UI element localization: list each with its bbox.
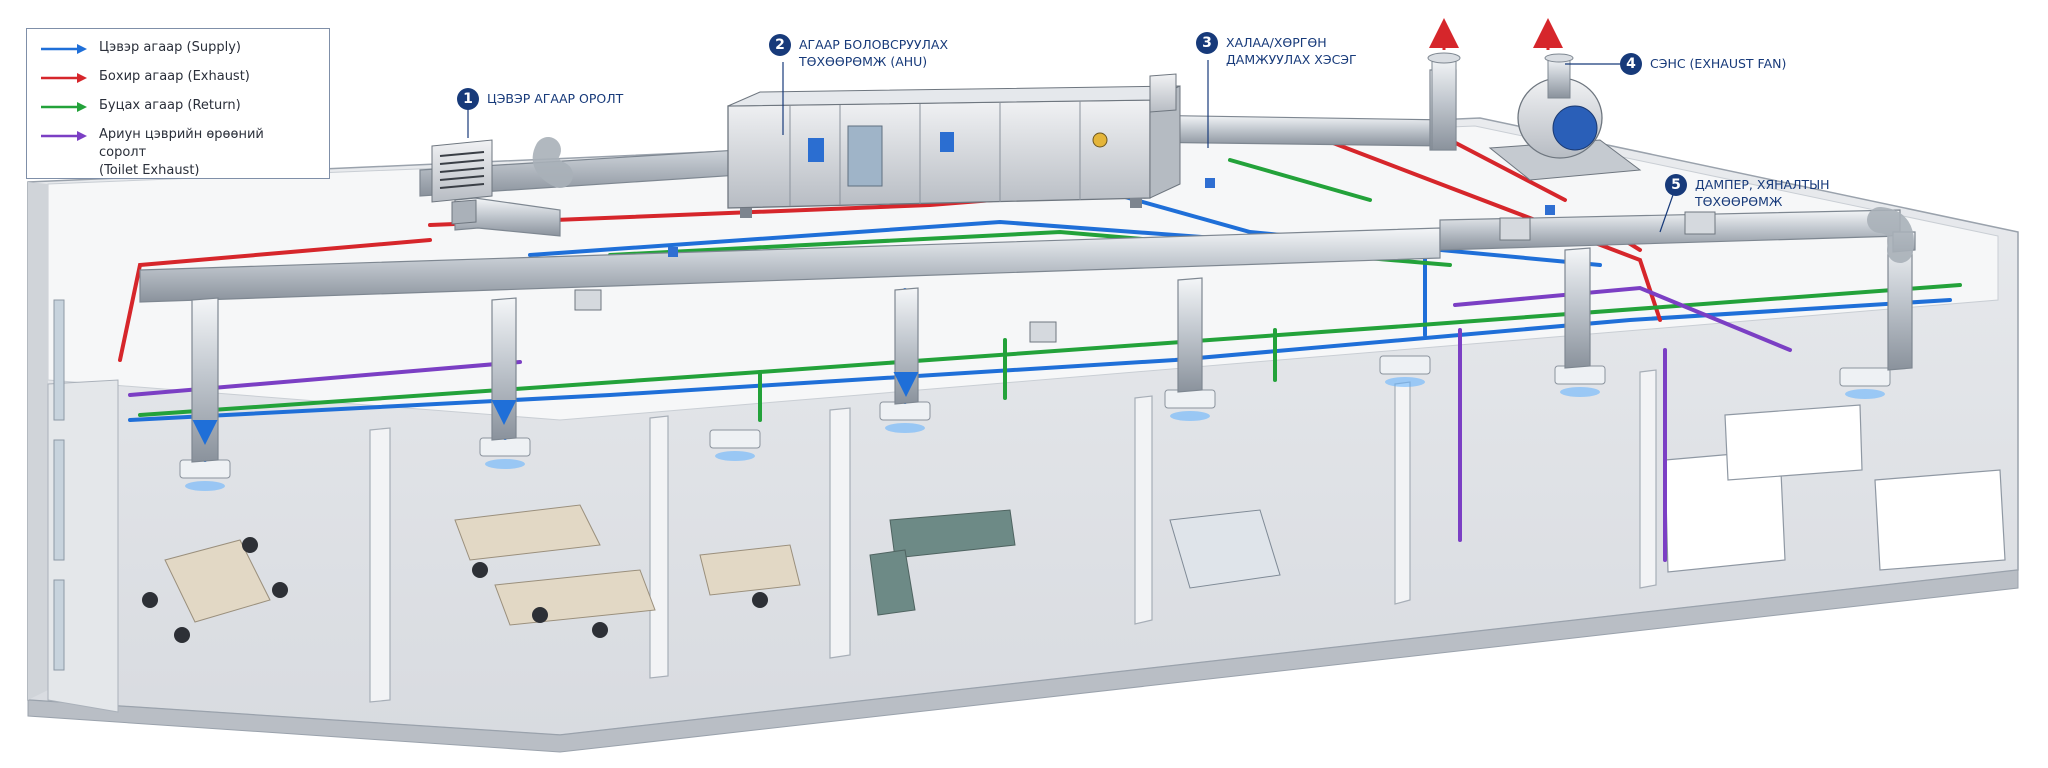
callout-number: 3 — [1196, 32, 1218, 54]
callout-leaders — [467, 60, 1675, 233]
exhaust-stack-1 — [1427, 52, 1461, 151]
callout-number: 2 — [769, 34, 791, 56]
windows — [53, 299, 65, 671]
callout-ahu: 2 АГААР БОЛОВСРУУЛАХ ТӨХӨӨРӨМЖ (AHU) — [769, 34, 948, 70]
damper-actuators — [668, 178, 1555, 257]
supply-flow-arrows — [192, 372, 919, 445]
callout-label: СЭНС (EXHAUST FAN) — [1650, 56, 1787, 71]
legend-item-return: Буцах агаар (Return) — [41, 97, 315, 126]
callout-label: АГААР БОЛОВСРУУЛАХ ТӨХӨӨРӨМЖ (AHU) — [799, 37, 949, 69]
ceiling-diffusers — [179, 355, 1891, 479]
callout-label: ЦЭВЭР АГААР ОРОЛТ — [487, 91, 624, 106]
exhaust-fan — [1488, 53, 1642, 181]
slab-edge — [27, 569, 2019, 753]
callout-fresh-air-intake: 1 ЦЭВЭР АГААР ОРОЛТ — [457, 88, 623, 110]
callout-heat-transfer: 3 ХАЛАА/ХӨРГӨН ДАМЖУУЛАХ ХЭСЭГ — [1196, 32, 1357, 68]
lab-benches — [1664, 404, 2006, 573]
callout-label: ДАМПЕР, ХЯНАЛТЫН ТӨХӨӨРӨМЖ — [1695, 177, 1830, 209]
room-partitions — [369, 369, 1657, 703]
callout-exhaust-fan: 4 СЭНС (EXHAUST FAN) — [1620, 53, 1786, 75]
arrow-right-icon — [41, 131, 87, 141]
air-handling-unit — [727, 85, 1181, 218]
legend-item-exhaust: Бохир агаар (Exhaust) — [41, 68, 315, 97]
legend-label: Цэвэр агаар (Supply) — [99, 40, 241, 55]
callout-label: ХАЛАА/ХӨРГӨН ДАМЖУУЛАХ ХЭСЭГ — [1226, 35, 1357, 67]
callout-number: 5 — [1665, 174, 1687, 196]
legend-label: Бохир агаар (Exhaust) — [99, 69, 250, 84]
medical-bed — [1169, 509, 1281, 589]
dampers — [574, 211, 1716, 343]
arrow-right-icon — [41, 44, 87, 54]
arrow-right-icon — [41, 73, 87, 83]
rooftop-unit — [1149, 73, 1177, 113]
legend-item-supply: Цэвэр агаар (Supply) — [41, 39, 315, 68]
fresh-air-intake — [431, 139, 493, 225]
legend: Цэвэр агаар (Supply) Бохир агаар (Exhaus… — [26, 28, 330, 179]
arrow-right-icon — [41, 102, 87, 112]
sofa — [869, 509, 1016, 616]
left-wall — [28, 182, 48, 700]
legend-item-toilet-exhaust: Ариун цэврийн өрөөний соролт (Toilet Exh… — [41, 126, 315, 178]
callout-number: 1 — [457, 88, 479, 110]
callout-number: 4 — [1620, 53, 1642, 75]
callout-damper: 5 ДАМПЕР, ХЯНАЛТЫН ТӨХӨӨРӨМЖ — [1665, 174, 1830, 210]
diffuser-glow — [185, 377, 1885, 491]
duct-elbows — [532, 137, 1914, 263]
legend-label: Буцах агаар (Return) — [99, 98, 241, 113]
legend-label: Ариун цэврийн өрөөний соролт (Toilet Exh… — [99, 127, 264, 178]
office-chairs — [142, 537, 768, 643]
front-wall — [47, 379, 119, 713]
